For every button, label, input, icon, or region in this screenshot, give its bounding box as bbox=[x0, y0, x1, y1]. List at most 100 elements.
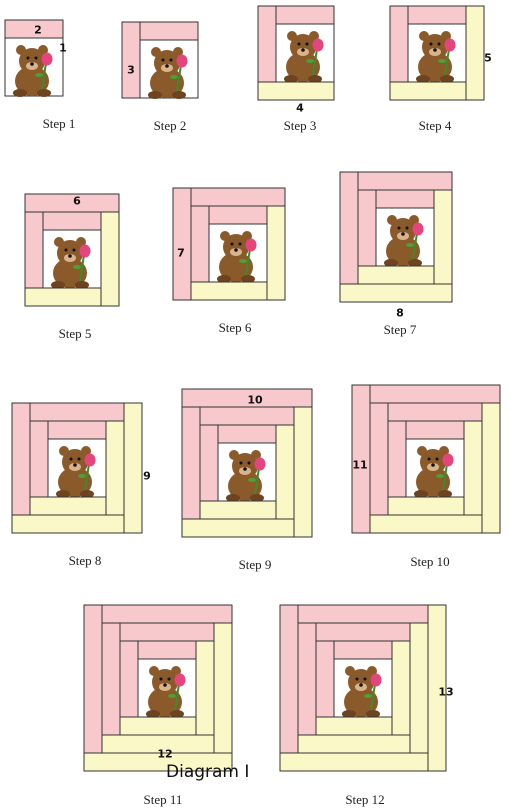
strip-number-label: 13 bbox=[438, 687, 453, 698]
step-caption: Step 8 bbox=[30, 553, 140, 569]
pink-strip bbox=[358, 190, 376, 266]
yellow-strip bbox=[358, 266, 434, 284]
pink-strip bbox=[218, 425, 276, 443]
step-caption: Step 2 bbox=[115, 118, 225, 134]
step-caption: Step 5 bbox=[20, 326, 130, 342]
pink-strip bbox=[102, 623, 120, 735]
quilt-block-step-4 bbox=[390, 6, 484, 100]
pink-strip bbox=[200, 407, 294, 425]
yellow-strip bbox=[410, 623, 428, 753]
yellow-strip bbox=[196, 641, 214, 735]
pink-strip bbox=[25, 194, 119, 212]
pink-strip bbox=[276, 6, 334, 24]
quilt-block-step-6 bbox=[173, 188, 285, 300]
pink-strip bbox=[173, 188, 191, 300]
yellow-strip bbox=[30, 497, 106, 515]
yellow-strip bbox=[124, 403, 142, 533]
pink-strip bbox=[390, 6, 408, 82]
quilt-block-step-8 bbox=[12, 403, 142, 533]
pink-strip bbox=[200, 425, 218, 501]
pink-strip bbox=[30, 421, 48, 497]
step-caption: Step 7 bbox=[345, 322, 455, 338]
step-caption: Step 3 bbox=[245, 118, 355, 134]
step-caption: Step 6 bbox=[180, 320, 290, 336]
quilt-block-step-3 bbox=[258, 6, 334, 100]
yellow-strip bbox=[267, 206, 285, 300]
pink-strip bbox=[316, 623, 410, 641]
pink-strip bbox=[25, 212, 43, 288]
yellow-strip bbox=[316, 717, 392, 735]
strip-number-label: 2 bbox=[34, 25, 42, 36]
yellow-strip bbox=[294, 407, 312, 537]
pink-strip bbox=[316, 641, 334, 717]
yellow-strip bbox=[388, 497, 464, 515]
quilt-block-step-7 bbox=[340, 172, 452, 302]
yellow-strip bbox=[280, 753, 428, 771]
pink-strip bbox=[12, 403, 30, 515]
step-caption: Step 11 bbox=[108, 792, 218, 808]
pink-strip bbox=[340, 172, 358, 284]
quilt-block-step-9 bbox=[182, 389, 312, 537]
yellow-strip bbox=[466, 6, 484, 100]
pink-strip bbox=[191, 188, 285, 206]
strip-number-label: 6 bbox=[73, 196, 81, 207]
strip-number-label: 9 bbox=[143, 471, 151, 482]
pink-strip bbox=[298, 623, 316, 735]
diagram-title: Diagram I bbox=[166, 762, 249, 782]
pink-strip bbox=[120, 641, 138, 717]
pink-strip bbox=[102, 605, 232, 623]
pink-strip bbox=[191, 206, 209, 282]
quilt-block-step-10 bbox=[352, 385, 500, 533]
pink-strip bbox=[122, 22, 140, 98]
yellow-strip bbox=[276, 425, 294, 519]
step-caption: Step 12 bbox=[310, 792, 420, 808]
pink-strip bbox=[280, 605, 298, 753]
quilt-block-step-5 bbox=[25, 194, 119, 306]
step-caption: Step 4 bbox=[380, 118, 490, 134]
pink-strip bbox=[370, 403, 388, 515]
strip-number-label: 8 bbox=[396, 308, 404, 319]
step-caption: Step 9 bbox=[200, 557, 310, 573]
yellow-strip bbox=[191, 282, 267, 300]
pink-strip bbox=[120, 623, 214, 641]
yellow-strip bbox=[106, 421, 124, 515]
pink-strip bbox=[138, 641, 196, 659]
strip-number-label: 7 bbox=[177, 248, 185, 259]
yellow-strip bbox=[214, 623, 232, 753]
pink-strip bbox=[298, 605, 428, 623]
yellow-strip bbox=[464, 421, 482, 515]
yellow-strip bbox=[434, 190, 452, 284]
pink-strip bbox=[358, 172, 452, 190]
step-caption: Step 10 bbox=[375, 554, 485, 570]
pink-strip bbox=[370, 385, 500, 403]
strip-number-label: 10 bbox=[247, 395, 262, 406]
quilt-block-step-12 bbox=[280, 605, 446, 771]
yellow-strip bbox=[298, 735, 410, 753]
step-caption: Step 1 bbox=[4, 116, 114, 132]
pink-strip bbox=[140, 22, 198, 40]
strip-number-label: 1 bbox=[59, 43, 67, 54]
yellow-strip bbox=[120, 717, 196, 735]
strip-number-label: 11 bbox=[352, 460, 367, 471]
pink-strip bbox=[388, 421, 406, 497]
pink-strip bbox=[209, 206, 267, 224]
yellow-strip bbox=[200, 501, 276, 519]
yellow-strip bbox=[12, 515, 124, 533]
yellow-strip bbox=[392, 641, 410, 735]
yellow-strip bbox=[370, 515, 482, 533]
yellow-strip bbox=[258, 82, 334, 100]
pink-strip bbox=[408, 6, 466, 24]
strip-number-label: 4 bbox=[296, 103, 304, 114]
strip-number-label: 12 bbox=[157, 749, 172, 760]
yellow-strip bbox=[182, 519, 294, 537]
pink-strip bbox=[258, 6, 276, 82]
yellow-strip bbox=[482, 403, 500, 533]
yellow-strip bbox=[340, 284, 452, 302]
quilt-block-step-11 bbox=[84, 605, 232, 771]
pink-strip bbox=[406, 421, 464, 439]
yellow-strip bbox=[25, 288, 101, 306]
strip-number-label: 3 bbox=[127, 65, 135, 76]
pink-strip bbox=[376, 190, 434, 208]
pink-strip bbox=[48, 421, 106, 439]
pink-strip bbox=[182, 407, 200, 519]
